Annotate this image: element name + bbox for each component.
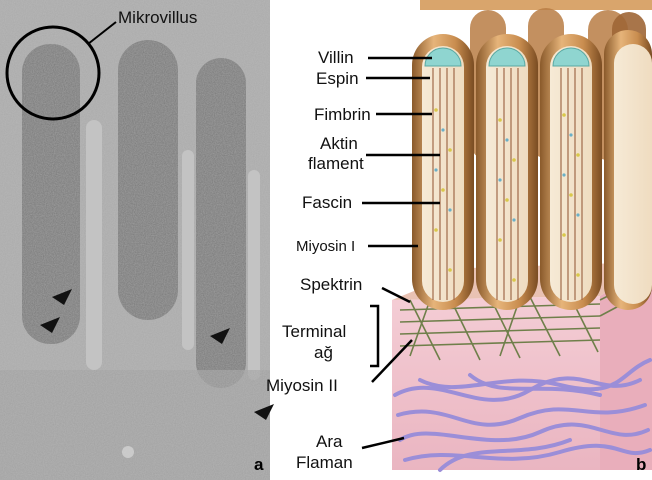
ara-label-2: Flaman [296,453,353,472]
fimbrin-label: Fimbrin [314,105,371,124]
spektrin-label: Spektrin [300,275,362,294]
aktin-label-2: flament [308,154,364,173]
espin-label: Espin [316,69,359,88]
panel-b-tag: b [636,455,646,475]
terminal-label-2: ağ [314,343,333,362]
ara-label-1: Ara [316,432,342,451]
panel-a-tag: a [254,455,263,475]
terminal-label-1: Terminal [282,322,346,341]
terminal-bracket [370,306,378,366]
miyosin2-label: Miyosin II [266,376,338,395]
villin-label: Villin [318,48,354,67]
miyosin1-label: Miyosin I [296,237,355,256]
micrograph-panel [0,0,274,480]
mikrovillus-label: Mikrovillus [118,8,197,27]
fascin-label: Fascin [302,193,352,212]
aktin-label-1: Aktin [320,134,358,153]
illustration-panel [362,0,652,470]
villi [412,8,652,310]
